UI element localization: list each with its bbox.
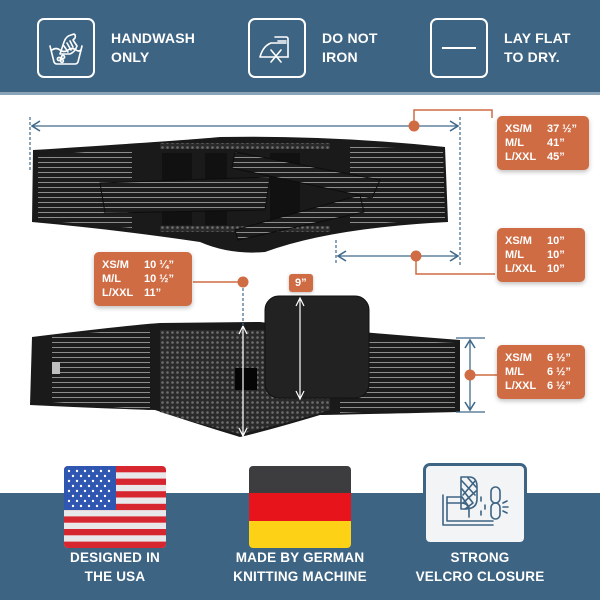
belt-diagram [29,109,497,438]
care-label-line: IRON [322,49,358,65]
size-row: L/XXL 11” [102,286,184,300]
size-label: XS/M [505,123,532,135]
feature-label-line: STRONG [450,550,510,565]
size-label: M/L [102,273,121,285]
size-value: 6 ½” [547,352,571,364]
size-row: M/L 10 ½” [102,272,184,286]
care-handwash: HANDWASH ONLY [37,18,195,78]
end-height-sizes: XS/M 6 ½” M/L 6 ½” L/XXL 6 ½” [497,345,585,399]
feature-label-line: VELCRO CLOSURE [415,569,545,584]
size-row: XS/M 37 ½” [505,122,581,136]
size-label: M/L [505,137,524,149]
size-value: 10” [547,263,565,275]
pad-height-tag: 9” [289,274,313,292]
size-label: M/L [505,249,524,261]
size-value: 6 ½” [547,380,571,392]
side-length-sizes: XS/M 10” M/L 10” L/XXL 10” [497,228,585,282]
size-row: XS/M 10” [505,234,577,248]
total-length-measure [29,117,461,265]
size-row: M/L 10” [505,248,577,262]
size-value: 6 ½” [547,366,571,378]
care-label-line: LAY FLAT [504,30,571,46]
size-label: L/XXL [505,151,537,163]
size-value: 11” [144,287,162,299]
size-value: 10” [547,249,565,261]
size-label: M/L [505,366,524,378]
feature-label-velcro: STRONG VELCRO CLOSURE [395,548,565,586]
care-label-lay-flat: LAY FLAT TO DRY. [504,29,571,67]
do-not-iron-icon [248,18,306,78]
size-row: M/L 6 ½” [505,365,577,379]
size-value: 10 ½” [144,273,174,285]
size-row: L/XXL 6 ½” [505,379,577,393]
care-label-do-not-iron: DO NOT IRON [322,29,378,67]
band-divider [0,92,600,95]
lay-flat-icon [430,18,488,78]
care-label-line: TO DRY. [504,49,560,65]
size-row: XS/M 10 ¼” [102,258,184,272]
feature-label-line: KNITTING MACHINE [233,569,367,584]
size-label: L/XXL [102,287,134,299]
feature-label-line: DESIGNED IN [70,550,160,565]
size-value: 41” [547,137,565,149]
total-length-sizes: XS/M 37 ½” M/L 41” L/XXL 45” [497,116,589,170]
size-value: 37 ½” [547,123,577,135]
belt-front-view [30,295,460,437]
care-label-line: DO NOT [322,30,378,46]
germany-flag-icon [249,466,351,548]
size-label: XS/M [102,259,129,271]
care-label-line: ONLY [111,49,150,65]
marker-dot [464,369,476,381]
size-row: XS/M 6 ½” [505,351,577,365]
care-lay-flat: LAY FLAT TO DRY. [430,18,571,78]
care-label-handwash: HANDWASH ONLY [111,29,195,67]
size-row: L/XXL 45” [505,150,581,164]
size-row: L/XXL 10” [505,262,577,276]
size-value: 45” [547,151,565,163]
size-value: 10” [547,235,565,247]
usa-flag-icon [64,466,166,548]
pad-height-measure [295,296,305,401]
size-label: XS/M [505,352,532,364]
care-label-line: HANDWASH [111,30,196,46]
handwash-icon [37,18,95,78]
size-label: L/XXL [505,263,537,275]
feature-label-line: MADE BY GERMAN [235,550,365,565]
belt-back-view [32,136,448,253]
marker-dot [237,276,249,288]
flat-line-icon [442,47,476,49]
feature-label-line: THE USA [84,569,146,584]
size-label: XS/M [505,235,532,247]
size-row: M/L 41” [505,136,581,150]
feature-label-germany: MADE BY GERMAN KNITTING MACHINE [210,548,390,586]
care-do-not-iron: DO NOT IRON [248,18,378,78]
feature-label-usa: DESIGNED IN THE USA [40,548,190,586]
velcro-icon [423,463,527,545]
size-value: 10 ¼” [144,259,174,271]
center-height-sizes: XS/M 10 ¼” M/L 10 ½” L/XXL 11” [94,252,192,306]
size-label: L/XXL [505,380,537,392]
